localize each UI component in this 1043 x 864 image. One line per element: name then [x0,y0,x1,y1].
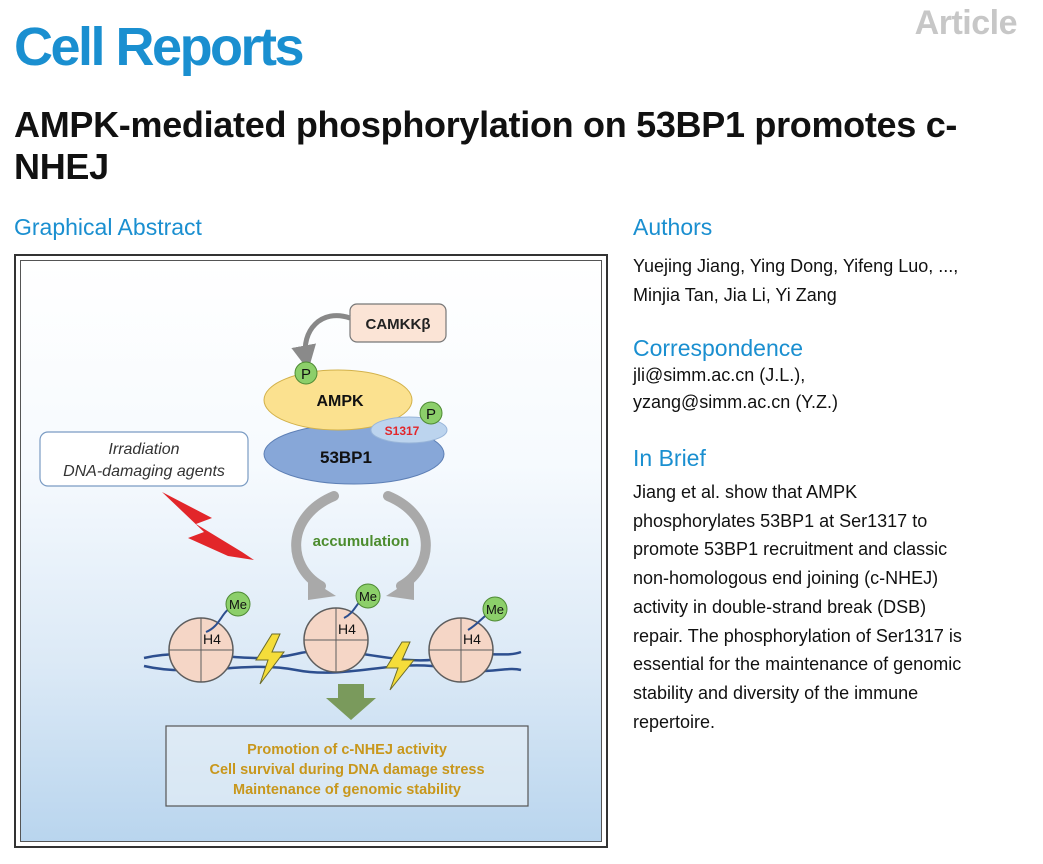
stimulus-line1: Irradiation [108,441,179,458]
in-brief-line: activity in double-strand break (DSB) [633,596,927,617]
stimulus-box [39,431,249,487]
accumulation-arrow-left [291,491,339,591]
in-brief-line: essential for the maintenance of genomic [633,654,962,675]
journal-logo: Cell Reports [14,17,305,77]
s1317-label: S1317 [385,424,420,438]
methyl-label-3: Me [486,602,504,617]
dsb-lightning-icon-1 [255,633,285,685]
methyl-label-1: Me [229,597,247,612]
article-title: AMPK-mediated phosphorylation on 53BP1 p… [14,104,958,187]
outcome-box [165,725,529,807]
phospho-ampk-label: P [301,366,311,383]
authors-line-1: Yuejing Jiang, Ying Dong, Yifeng Luo, ..… [633,256,959,276]
accumulation-label: accumulation [313,533,410,550]
in-brief-line: repertoire. [633,711,716,732]
correspondence-email-1[interactable]: jli@simm.ac.cn (J.L.), [633,365,806,385]
authors-heading: Authors [633,214,713,240]
dsb-lightning-icon-2 [385,641,416,691]
article-type-label: Article [914,4,1018,42]
activation-arrow [291,313,351,371]
in-brief-line: stability and diversity of the immune [633,682,919,703]
camkk-label: CAMKKβ [366,316,431,333]
correspondence-block: jli@simm.ac.cn (J.L.), yzang@simm.ac.cn … [633,362,838,416]
nucleosome-3: Me H4 [428,596,508,683]
camkk-box [349,303,447,343]
outcome-line-1: Promotion of c-NHEJ activity [247,742,447,758]
nucleosome-2: Me H4 [303,583,381,673]
histone-label-3: H4 [463,631,481,647]
stimulus-line2: DNA-damaging agents [63,463,225,480]
damage-lightning-icon [162,492,254,560]
accumulation-arrowhead-right [386,578,414,600]
methyl-label-2: Me [359,589,377,604]
authors-line-2: Minjia Tan, Jia Li, Yi Zang [633,285,837,305]
outcome-line-2: Cell survival during DNA damage stress [209,762,484,778]
in-brief-line: non-homologous end joining (c-NHEJ) [633,568,939,589]
outcome-line-3: Maintenance of genomic stability [233,782,461,798]
graphical-abstract-diagram: CAMKKβ 53BP1 AMPK S1317 P P Irradiation … [39,303,529,807]
graphical-abstract-figure: CAMKKβ 53BP1 AMPK S1317 P P Irradiation … [14,254,608,848]
in-brief-line: phosphorylates 53BP1 at Ser1317 to [633,510,928,531]
accumulation-arrow-right [383,491,431,591]
correspondence-heading: Correspondence [633,335,804,361]
phospho-53bp1-icon [419,401,443,425]
histone-label-1: H4 [203,631,221,647]
ampk-shape [263,369,413,431]
in-brief-heading: In Brief [633,445,706,471]
authors-list: Yuejing Jiang, Ying Dong, Yifeng Luo, ..… [633,252,958,310]
graphical-abstract-heading: Graphical Abstract [14,214,202,240]
nucleosome-1: Me H4 [168,591,251,683]
correspondence-email-2[interactable]: yzang@simm.ac.cn (Y.Z.) [633,392,838,412]
ampk-label: AMPK [316,393,364,410]
phospho-ampk-icon [294,361,318,385]
53bp1-label: 53BP1 [320,448,372,467]
in-brief-line: promote 53BP1 recruitment and classic [633,539,948,560]
in-brief-line: Jiang et al. show that AMPK [633,482,858,502]
histone-label-2: H4 [338,621,356,637]
in-brief-text: Jiang et al. show that AMPK phosphorylat… [633,478,962,736]
accumulation-arrowhead-left [308,578,336,600]
outcome-arrow [326,684,376,720]
in-brief-line: repair. The phosphorylation of Ser1317 i… [633,625,962,646]
phospho-53bp1-label: P [426,406,436,423]
